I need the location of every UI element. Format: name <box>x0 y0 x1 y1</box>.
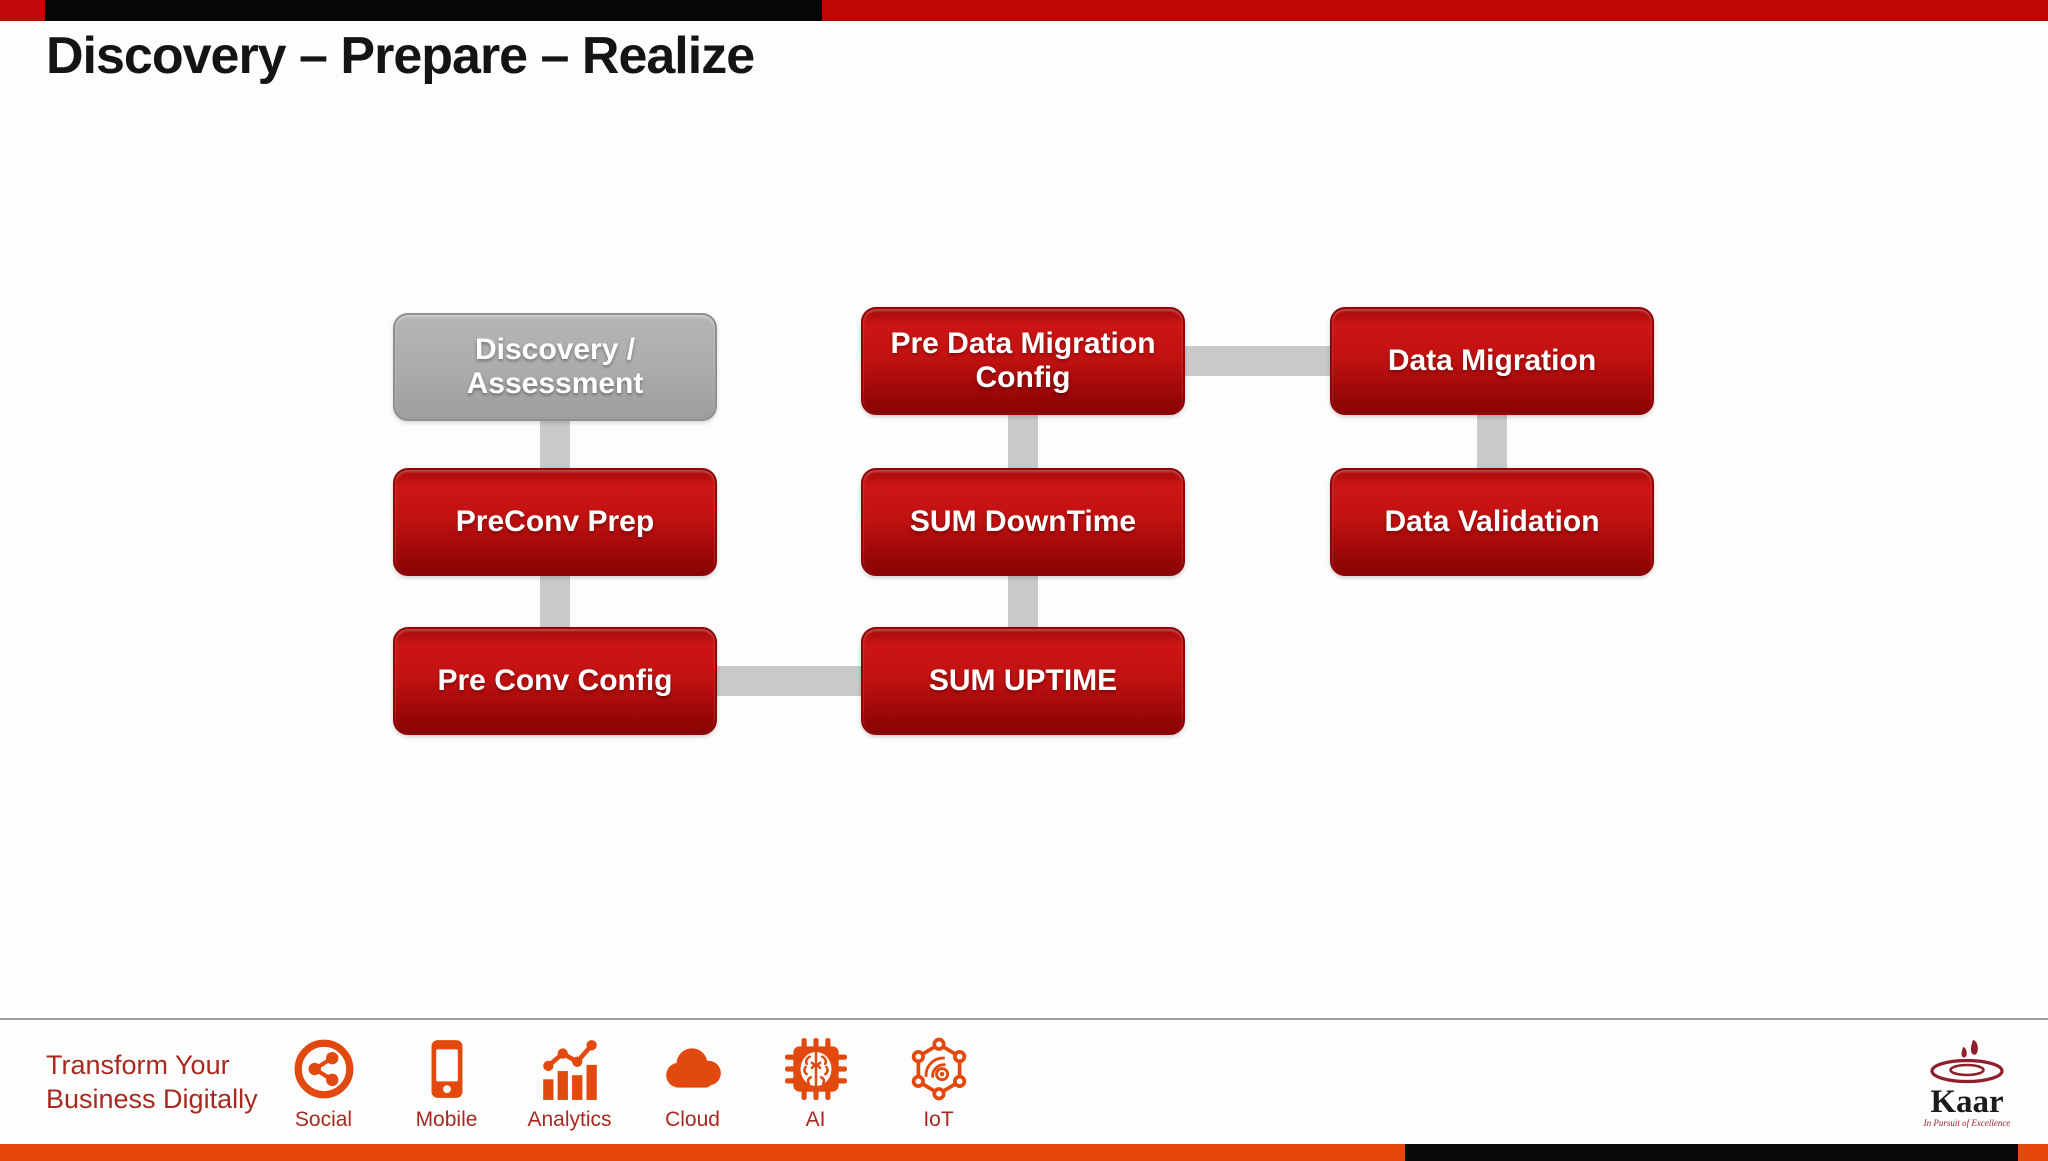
connector-sumdowntime-to-predatamig <box>1008 412 1038 472</box>
share-icon <box>291 1036 357 1102</box>
chip-brain-icon <box>783 1036 849 1102</box>
flow-box-pre-data-migration-config: Pre Data Migration Config <box>861 307 1185 415</box>
top-bar-red-left-segment <box>0 0 45 21</box>
flow-box-label: PreConv Prep <box>455 505 655 538</box>
footer-item-ai: AI <box>754 1036 877 1132</box>
kaar-logo-ripple <box>1930 1058 2004 1084</box>
footer-item-label: Social <box>294 1108 353 1131</box>
iot-network-icon <box>906 1036 972 1102</box>
flow-box-sum-uptime: SUM UPTIME <box>861 627 1185 735</box>
footer-item-label: IoT <box>923 1108 954 1131</box>
flow-box-label: SUM UPTIME <box>928 664 1118 697</box>
connector-sumuptime-to-sumdowntime <box>1008 572 1038 632</box>
footer-tagline-line1: Transform Your <box>46 1050 230 1080</box>
connector-discovery-to-preconv <box>540 418 570 474</box>
footer-item-label: Cloud <box>665 1108 720 1131</box>
flow-box-label: Discovery / Assessment <box>466 333 644 400</box>
footer-item-label: AI <box>805 1108 826 1131</box>
footer-item-analytics: Analytics <box>508 1036 631 1132</box>
top-accent-bar <box>0 0 2048 21</box>
smartphone-icon <box>414 1036 480 1102</box>
footer-item-cloud: Cloud <box>631 1036 754 1132</box>
flow-box-pre-conv-config: Pre Conv Config <box>393 627 717 735</box>
connector-predatamig-to-datamigration <box>1182 346 1333 376</box>
flow-box-label: SUM DownTime <box>909 505 1137 538</box>
footer-item-label: Analytics <box>527 1108 612 1131</box>
kaar-logo: Kaar In Pursuit of Excellence <box>1912 1038 2024 1134</box>
kaar-logo-tagline: In Pursuit of Excellence <box>1923 1118 2011 1128</box>
top-bar-black-segment <box>45 0 822 21</box>
flow-box-label: Pre Data Migration Config <box>890 327 1156 394</box>
footer-item-mobile: Mobile <box>385 1036 508 1132</box>
bottom-bar-orange-right-segment <box>2018 1144 2048 1161</box>
process-flow-diagram: Discovery / Assessment PreConv Prep Pre … <box>393 307 1654 735</box>
kaar-logo-droplets <box>1961 1040 1978 1058</box>
kaar-logo-name: Kaar <box>1930 1084 2003 1120</box>
flow-box-label: Data Migration <box>1387 344 1597 377</box>
bottom-bar-black-segment <box>1405 1144 2018 1161</box>
flow-box-label: Data Validation <box>1384 505 1600 538</box>
connector-preconv-to-preconvconfig <box>540 572 570 632</box>
connector-datamigration-to-datavalidation <box>1477 412 1507 472</box>
footer-item-label: Mobile <box>415 1108 478 1131</box>
top-bar-red-right-segment <box>822 0 2048 21</box>
flow-box-data-migration: Data Migration <box>1330 307 1654 415</box>
bar-chart-icon <box>537 1036 603 1102</box>
flow-box-discovery-assessment: Discovery / Assessment <box>393 313 717 421</box>
footer-divider <box>0 1018 2048 1020</box>
flow-box-label: Pre Conv Config <box>437 664 673 697</box>
footer-item-iot: IoT <box>877 1036 1000 1132</box>
cloud-icon <box>660 1036 726 1102</box>
page-title: Discovery – Prepare – Realize <box>46 27 755 85</box>
flow-box-sum-downtime: SUM DownTime <box>861 468 1185 576</box>
footer-tagline: Transform Your Business Digitally <box>46 1048 258 1116</box>
footer-item-social: Social <box>262 1036 385 1132</box>
footer-tagline-line2: Business Digitally <box>46 1084 258 1114</box>
connector-preconvconfig-to-sumuptime <box>714 666 864 696</box>
bottom-bar-orange-left-segment <box>0 1144 1405 1161</box>
flow-box-preconv-prep: PreConv Prep <box>393 468 717 576</box>
footer-capability-icons: Social Mobile <box>262 1036 1000 1132</box>
bottom-accent-bar <box>0 1144 2048 1161</box>
flow-box-data-validation: Data Validation <box>1330 468 1654 576</box>
